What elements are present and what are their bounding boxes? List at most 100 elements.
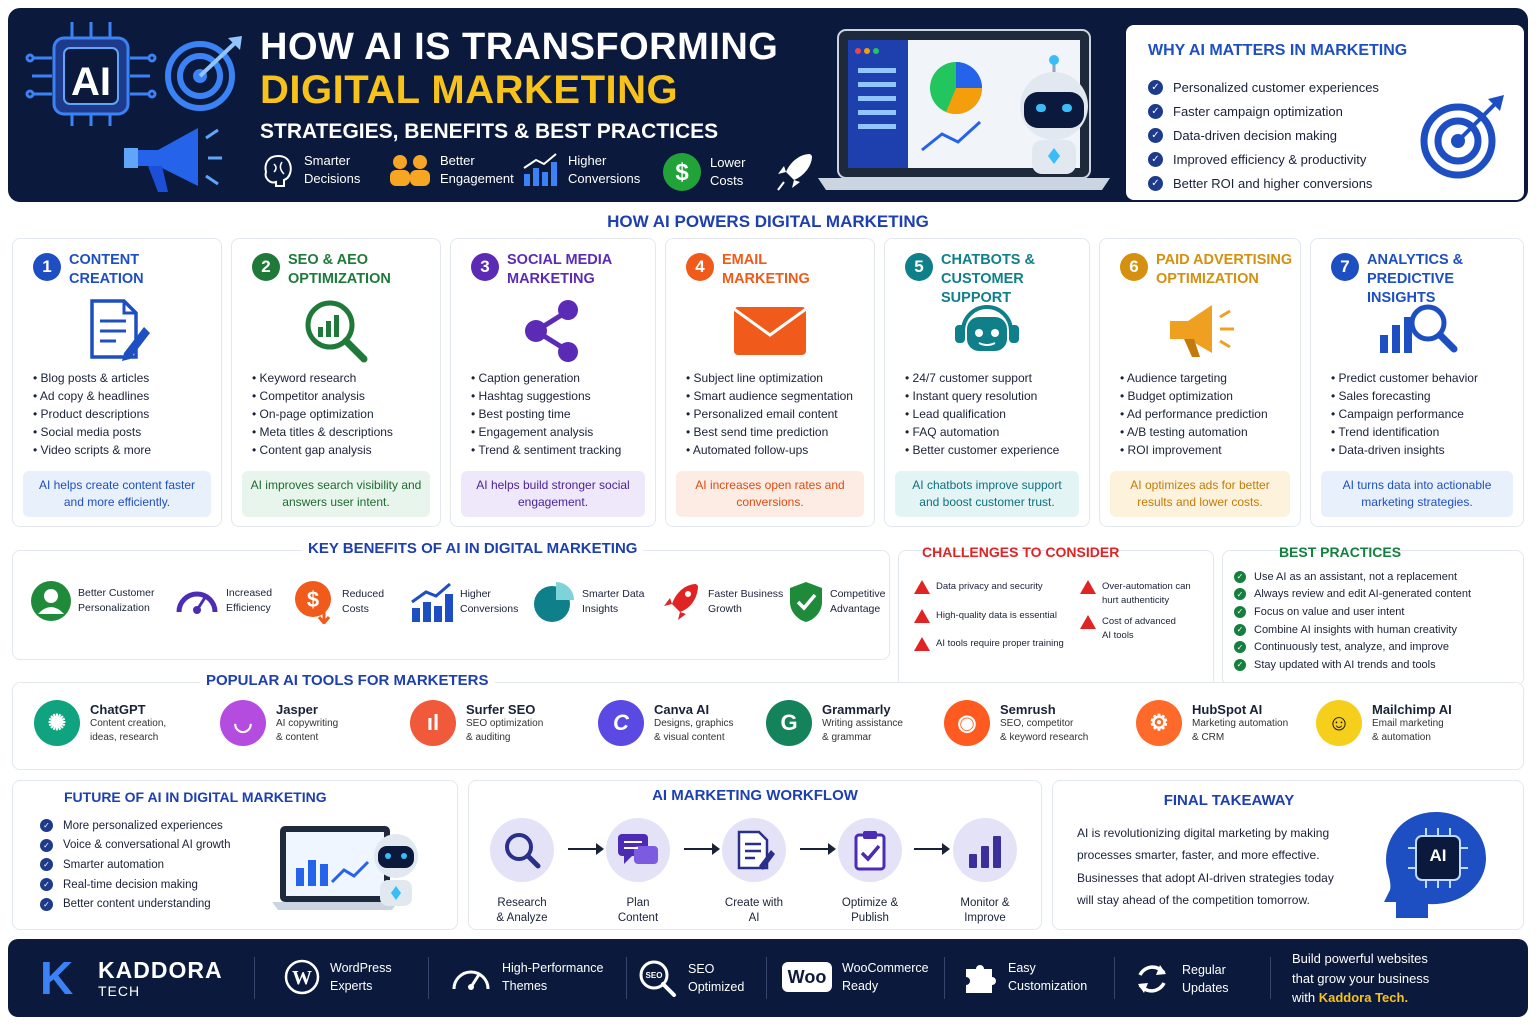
tool-name: Grammarly (822, 701, 891, 717)
card-bullet: Subject line optimization (686, 369, 853, 387)
workflow-step: Optimize &Publish (830, 818, 910, 926)
seo-magnifier-icon: SEO (639, 960, 676, 997)
card-bullet: Social media posts (33, 423, 151, 441)
workflow-step-line2: Publish (851, 912, 889, 924)
benefit-line2: Costs (342, 603, 369, 615)
footer-feature-line1: SEO (688, 962, 715, 976)
card-number: 3 (471, 253, 499, 281)
workflow-title: AI MARKETING WORKFLOW (652, 787, 858, 804)
tool-desc-line2: & visual content (654, 731, 725, 743)
card-bullets: Audience targetingBudget optimizationAd … (1120, 369, 1268, 459)
cta-line1: Build powerful websites (1292, 951, 1428, 966)
card-title: ANALYTICS &PREDICTIVE INSIGHTS (1367, 251, 1523, 308)
best-practice-item: ✓Use AI as an assistant, not a replaceme… (1234, 568, 1471, 586)
card-bullets: Caption generationHashtag suggestionsBes… (471, 369, 621, 459)
card-bullet: Competitor analysis (252, 387, 393, 405)
tool-desc-line1: SEO, competitor (1000, 717, 1074, 729)
card-note: AI increases open rates and conversions. (676, 471, 864, 517)
tool-desc-line1: AI copywriting (276, 717, 339, 729)
cta-highlight[interactable]: Kaddora Tech. (1318, 990, 1409, 1005)
check-icon: ✓ (1234, 570, 1246, 583)
card-bullet: Content gap analysis (252, 441, 393, 459)
check-icon: ✓ (40, 819, 53, 833)
card-bullet: Budget optimization (1120, 387, 1268, 405)
tool-name: Semrush (1000, 701, 1056, 717)
target-icon (165, 36, 242, 111)
card-number: 5 (905, 253, 933, 281)
chart-up-icon (523, 153, 557, 186)
wordpress-icon: W (284, 959, 320, 995)
puzzle-icon (966, 965, 996, 993)
future-item: ✓ More personalized experiences (40, 816, 231, 836)
best-practice-item: ✓Continuously test, analyze, and improve (1234, 638, 1471, 656)
benefit-line1: Smarter Data (582, 588, 645, 600)
chatbot-headset-icon (955, 305, 1019, 351)
challenge-line2: AI tools (1102, 630, 1134, 641)
svg-text:$: $ (307, 587, 319, 612)
ai-chip-label: AI (71, 60, 111, 104)
check-icon: ✓ (1234, 623, 1246, 636)
card-bullets: Predict customer behaviorSales forecasti… (1331, 369, 1478, 459)
dollar-icon: $ (663, 153, 701, 191)
why-item-text: Faster campaign optimization (1173, 103, 1343, 119)
ai-chip-icon (25, 22, 157, 126)
megaphone-icon (124, 128, 222, 192)
future-item: ✓Voice & conversational AI growth (40, 836, 231, 856)
why-item: ✓Better ROI and higher conversions (1148, 171, 1379, 195)
why-item-text: Data-driven decision making (1173, 127, 1338, 143)
semrush-logo-icon: ◉ (944, 700, 990, 746)
card-number: 4 (686, 253, 714, 281)
laptop-robot-illustration (272, 826, 418, 910)
tool-desc-line2: & auditing (466, 731, 511, 743)
why-item-text: Personalized customer experiences (1173, 79, 1379, 95)
takeaway-line: processes smarter, faster, and more effe… (1077, 848, 1320, 863)
workflow-step-line2: Content (617, 912, 659, 924)
document-edit-icon (90, 299, 150, 361)
card-title-line2: OPTIMIZATION (1156, 271, 1259, 287)
workflow-step-line1: Research (497, 897, 547, 909)
divider (1270, 957, 1271, 999)
card-title-line2: PREDICTIVE INSIGHTS (1367, 271, 1455, 306)
card-bullet: Sales forecasting (1331, 387, 1478, 405)
best-practice-item: ✓Combine AI insights with human creativi… (1234, 621, 1471, 639)
card-bullet: Instant query resolution (905, 387, 1059, 405)
card-analytics: 7 ANALYTICS &PREDICTIVE INSIGHTS Predict… (1310, 238, 1524, 527)
check-icon: ✓ (40, 897, 53, 911)
divider (626, 957, 627, 999)
card-title-line2: MARKETING (507, 271, 595, 287)
svg-text:$: $ (675, 159, 689, 186)
check-icon: ✓ (40, 838, 53, 852)
card-bullet: Video scripts & more (33, 441, 152, 459)
benefit-line1: Higher (460, 588, 491, 600)
envelope-icon (733, 307, 807, 355)
challenge-item: Data privacy and security (914, 580, 1043, 594)
card-bullet: FAQ automation (905, 423, 1059, 441)
tool-desc-line2: ideas, research (90, 731, 159, 743)
card-bullet: Product descriptions (33, 405, 151, 423)
hero-banner: AI HOW AI IS TRANSFORMING DIGITAL MARKET… (8, 8, 1528, 202)
magnifier-chart-icon (305, 300, 368, 363)
best-practice-text: Always review and edit AI-generated cont… (1254, 588, 1472, 601)
why-item: ✓Data-driven decision making (1148, 123, 1379, 147)
cta-line3: with Kaddora Tech. (1292, 988, 1429, 1008)
future-item-text: More personalized experiences (63, 819, 223, 832)
divider (254, 957, 255, 999)
benefits-title: KEY BENEFITS OF AI IN DIGITAL MARKETING (302, 540, 644, 557)
kaddora-logo-icon: K (40, 952, 74, 1004)
card-bullets: 24/7 customer supportInstant query resol… (905, 369, 1060, 459)
